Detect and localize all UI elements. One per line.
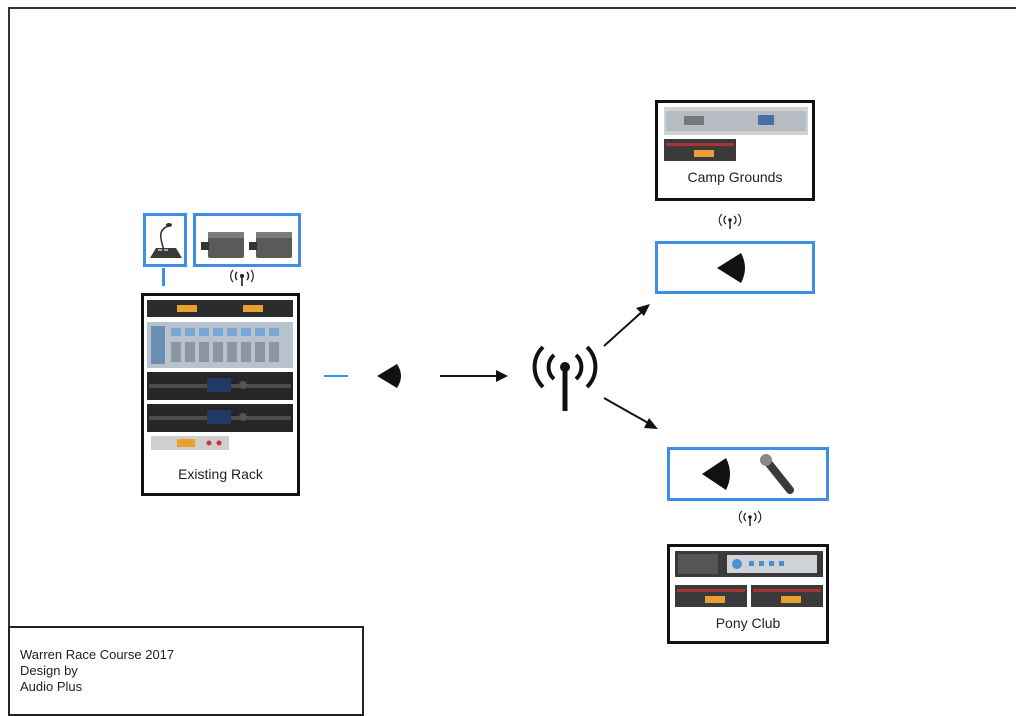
camp-antenna-box[interactable]: [655, 241, 815, 294]
designer-name: Audio Plus: [20, 679, 83, 694]
camp-grounds-label: Camp Grounds: [687, 169, 783, 185]
existing-rack-box[interactable]: Existing Rack: [141, 293, 300, 496]
title-block: Warren Race Course 2017 Design by Audio …: [8, 626, 364, 716]
directional-antenna-icon: [702, 458, 730, 490]
bodypack-transmitter-icon: [201, 232, 292, 258]
handheld-microphone-icon: [760, 454, 794, 494]
wireless-signal-icon: [230, 269, 254, 286]
drawing-sheet: [8, 7, 1016, 712]
rack-equipment-icon: [675, 551, 823, 607]
pony-club-label: Pony Club: [715, 615, 781, 631]
camp-grounds-box[interactable]: Camp Grounds: [655, 100, 815, 201]
pony-club-box[interactable]: Pony Club: [667, 544, 829, 644]
paging-mic-box[interactable]: [143, 213, 187, 267]
rack-equipment-icon: [147, 300, 293, 450]
existing-rack-label: Existing Rack: [178, 466, 263, 482]
directional-antenna-icon: [377, 364, 401, 388]
project-title: Warren Race Course 2017: [20, 647, 175, 662]
wireless-signal-icon: [738, 510, 762, 526]
pony-club-wireless-box[interactable]: [667, 447, 829, 501]
directional-antenna-icon: [717, 253, 745, 283]
wired-link-line: [162, 268, 165, 286]
arrow-up-right-icon: [603, 304, 650, 347]
wireless-broadcast-icon: [532, 345, 598, 411]
paging-microphone-icon: [150, 223, 182, 258]
bodypack-transmitters-box[interactable]: [193, 213, 301, 267]
rack-antenna-link-line: [324, 375, 348, 377]
arrow-down-right-icon: [603, 397, 658, 429]
rack-equipment-icon: [664, 107, 808, 161]
designer-label: Design by: [20, 663, 78, 678]
arrow-right-icon: [440, 370, 508, 382]
wireless-signal-icon: [718, 213, 742, 229]
